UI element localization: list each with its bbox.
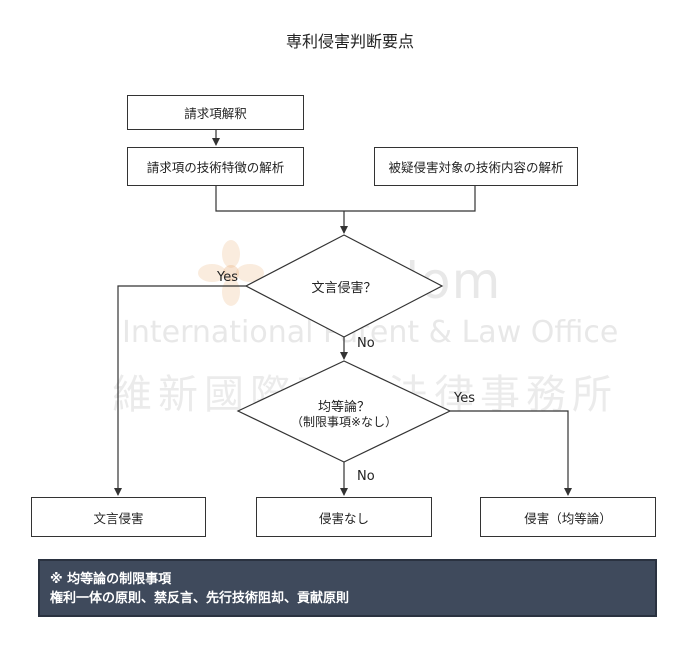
box-doe-infringement: 侵害（均等論） (480, 497, 656, 537)
diamond-doe (236, 360, 452, 463)
box-accused-analysis: 被疑侵害対象の技術内容の解析 (374, 147, 578, 186)
note-heading: ※ 均等論の制限事項 (50, 572, 172, 587)
box-literal-infringement: 文言侵害 (31, 497, 206, 537)
note-body: 権利一体の原則、禁反言、先行技術阻却、貢献原則 (50, 591, 350, 606)
edge-doe-yes (450, 410, 572, 496)
edge-label-literal-yes: Yes (217, 270, 238, 285)
edge-accused-to-merge (344, 186, 476, 212)
label-literal-question: 文言侵害？ (311, 281, 377, 296)
box-claim-interpretation: 請求項解釈 (127, 95, 304, 130)
edge-literal-yes (114, 285, 246, 496)
label-doe-question-line2: （制限事項※なし） (290, 415, 398, 429)
diamond-literal (244, 234, 444, 338)
edge-label-literal-no: No (357, 336, 375, 351)
box-claim-feature-analysis: 請求項の技術特徴の解析 (127, 147, 304, 186)
restriction-note: ※ 均等論の制限事項 権利一体の原則、禁反言、先行技術阻却、貢献原則 (38, 559, 657, 617)
edge-label-doe-yes: Yes (454, 391, 475, 406)
diagram-title: 専利侵害判断要点 (285, 32, 414, 51)
edge-feature-to-merge (215, 186, 344, 212)
label-doe-question-line1: 均等論？ (317, 400, 370, 415)
edge-label-doe-no: No (357, 469, 375, 484)
box-no-infringement: 侵害なし (256, 497, 432, 537)
